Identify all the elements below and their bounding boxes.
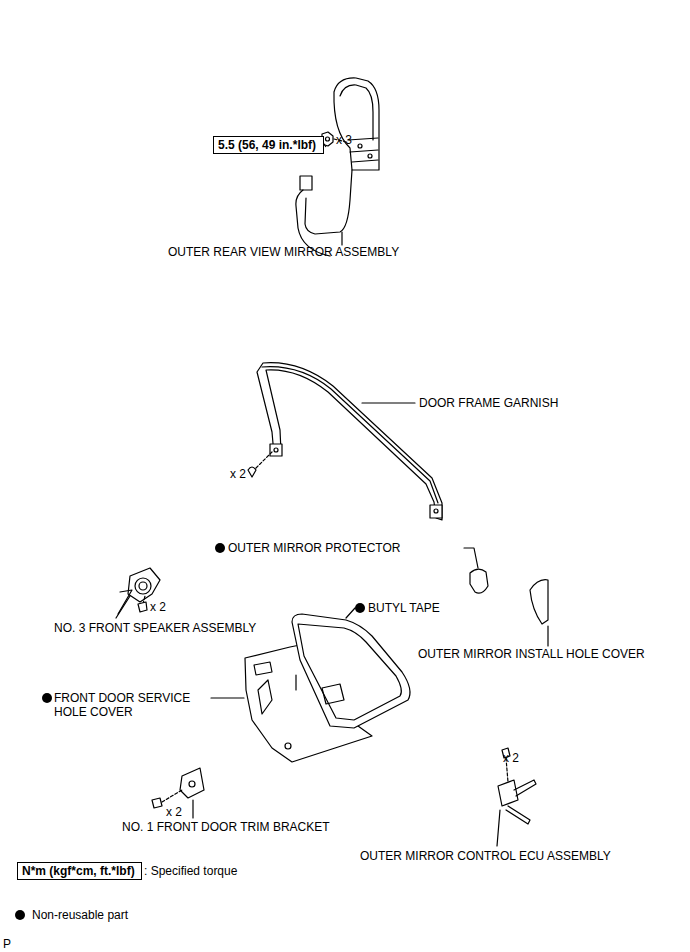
part-name: OUTER MIRROR PROTECTOR bbox=[228, 541, 400, 555]
quantity-label: x 2 bbox=[503, 751, 519, 765]
leader-line bbox=[341, 232, 342, 245]
part-name: NO. 1 FRONT DOOR TRIM BRACKET bbox=[122, 820, 330, 834]
leader-line bbox=[211, 697, 244, 698]
leader-line bbox=[497, 810, 500, 846]
quantity-label: P bbox=[3, 937, 11, 951]
part-name: OUTER MIRROR INSTALL HOLE COVER bbox=[418, 647, 645, 661]
leader-line bbox=[547, 626, 548, 646]
ecu-drawing bbox=[498, 748, 536, 824]
legend-torque-box: N*m (kgf*cm, ft.*lbf) bbox=[17, 862, 142, 880]
part-name: DOOR FRAME GARNISH bbox=[419, 396, 558, 410]
garnish-drawing bbox=[248, 363, 442, 520]
leader-line bbox=[362, 402, 415, 403]
quantity-label: x 2 bbox=[230, 467, 246, 481]
torque-box: 5.5 (56, 49 in.*lbf) bbox=[213, 136, 324, 154]
legend-text: : Specified torque bbox=[144, 864, 237, 878]
mirror-drawing bbox=[296, 78, 379, 256]
service-cover-drawing bbox=[245, 614, 410, 762]
part-name: BUTYL TAPE bbox=[368, 601, 440, 615]
quantity-label: x 2 bbox=[166, 805, 182, 819]
quantity-label: x 2 bbox=[150, 600, 166, 614]
part-name: FRONT DOOR SERVICE HOLE COVER bbox=[54, 691, 206, 719]
non-reusable-mark bbox=[15, 543, 365, 920]
protector-drawing bbox=[470, 569, 488, 593]
leader-line bbox=[116, 596, 130, 618]
leader-line bbox=[464, 548, 478, 568]
part-name: OUTER REAR VIEW MIRROR ASSEMBLY bbox=[168, 245, 399, 259]
quantity-label: x 3 bbox=[336, 133, 352, 147]
torque-value: 5.5 (56, 49 in.*lbf) bbox=[218, 138, 316, 152]
part-name: OUTER MIRROR CONTROL ECU ASSEMBLY bbox=[360, 849, 611, 863]
torque-value: N*m (kgf*cm, ft.*lbf) bbox=[22, 864, 135, 878]
legend-text: Non-reusable part bbox=[32, 908, 128, 922]
part-name: NO. 3 FRONT SPEAKER ASSEMBLY bbox=[54, 621, 256, 635]
hole-cover-drawing bbox=[530, 580, 548, 624]
leader-line bbox=[346, 608, 355, 618]
leader-line bbox=[192, 800, 193, 818]
bracket-drawing bbox=[152, 768, 204, 808]
